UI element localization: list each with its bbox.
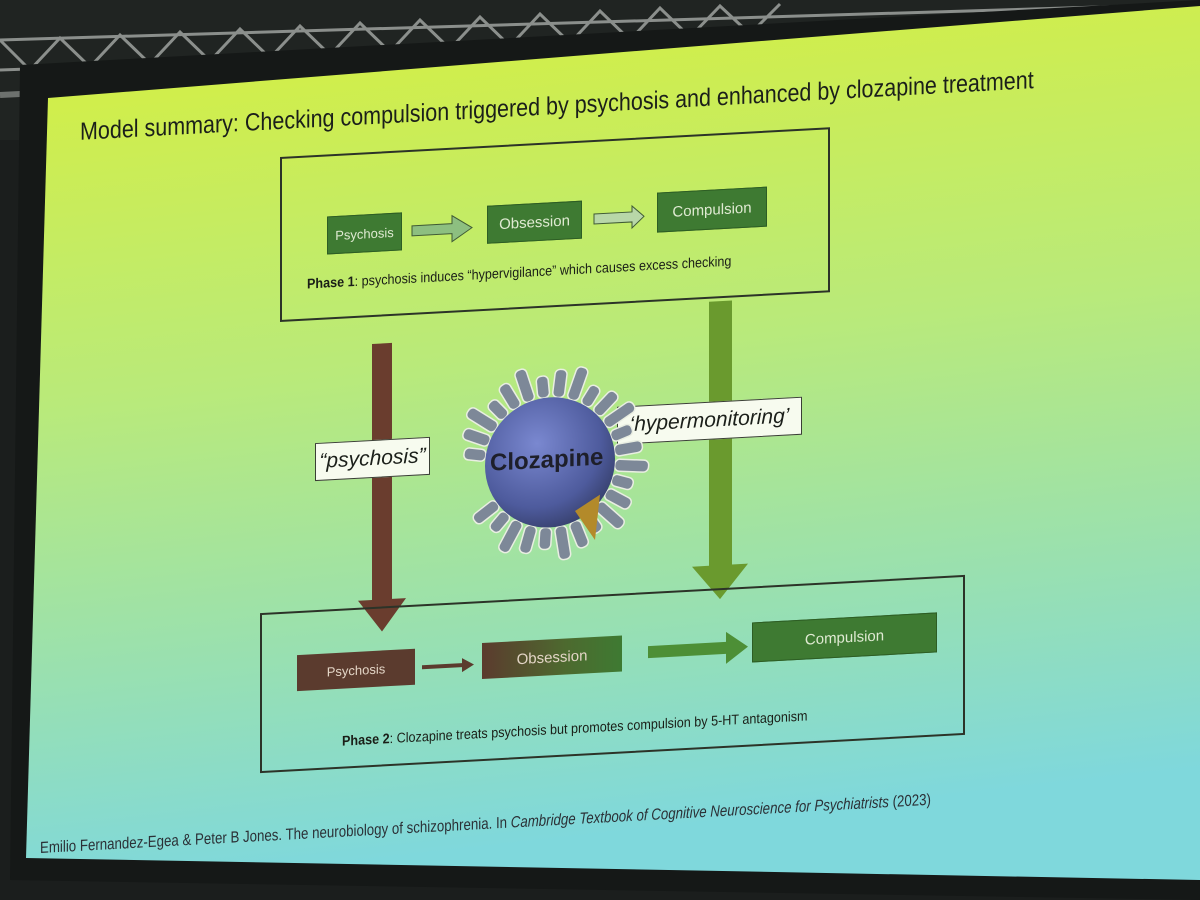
receptor-spike: [610, 473, 635, 491]
brown-down-arrow: [358, 342, 406, 632]
receptor-spike: [465, 407, 499, 433]
phase2-caption-bold: Phase 2: [342, 730, 390, 749]
vertical-arrows: [358, 300, 748, 632]
receptor-spike: [613, 439, 644, 457]
receptor-spike: [535, 375, 551, 399]
citation-year: (2023): [888, 791, 931, 812]
slide: Model summary: Checking compulsion trigg…: [40, 8, 1190, 860]
receptor-spikes: [462, 366, 650, 561]
phase2-arrows: [422, 631, 748, 673]
drug-sphere: [485, 397, 615, 528]
receptor-spike: [514, 368, 536, 404]
receptor-spike: [552, 368, 568, 399]
receptor-spike: [498, 519, 523, 554]
phase2-panel: Psychosis Obsession Compulsion Phase 2: …: [260, 574, 965, 774]
receptor-spike: [554, 524, 572, 561]
receptor-spike: [498, 382, 521, 411]
clozapine-molecule-graphic: [462, 366, 650, 561]
receptor-spike: [472, 500, 500, 525]
receptor-spike: [538, 526, 553, 551]
green-down-arrow: [692, 300, 748, 600]
phase1-arrow-1: [411, 204, 645, 243]
receptor-spike: [593, 390, 619, 417]
receptor-spike: [613, 458, 650, 473]
receptor-spike: [463, 447, 487, 462]
yellow-spike: [575, 494, 600, 540]
receptor-spike: [609, 423, 634, 442]
phase2-obsession-box: Obsession: [482, 635, 622, 680]
phase1-panel: Psychosis Obsession Compulsion Phase 1: …: [280, 127, 830, 323]
